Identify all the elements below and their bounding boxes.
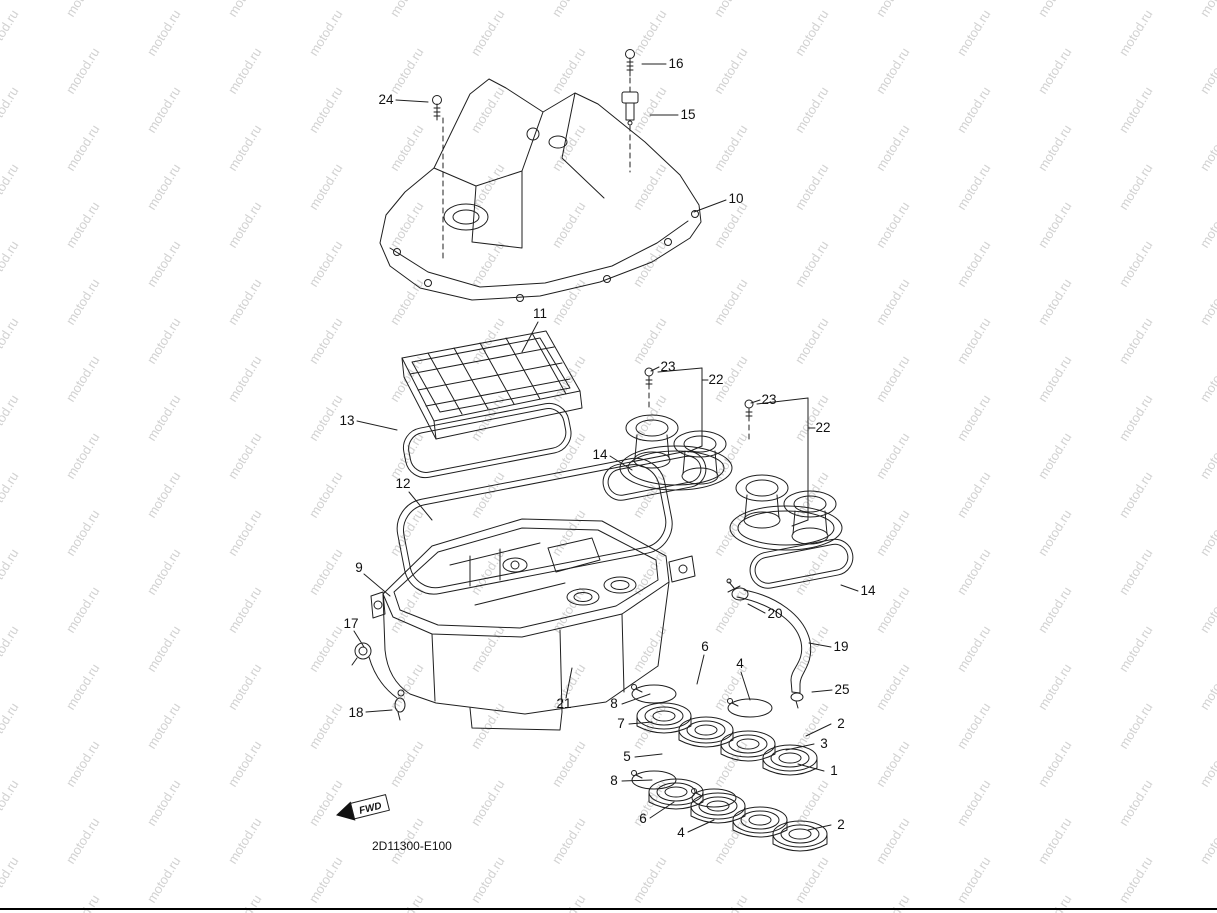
leader-line [621,779,653,782]
callout-13: 13 [339,413,354,428]
page-bottom-border [0,908,1217,910]
leader-line [696,654,705,685]
callout-8: 8 [610,773,618,788]
screw-16 [625,49,635,77]
air-filter-element [401,330,583,440]
leader-line [609,455,633,471]
screw-24 [432,95,442,121]
joint-boot [772,820,828,852]
leader-line [628,721,653,725]
callout-8: 8 [610,696,618,711]
joint-boot [732,806,788,838]
leader-line [650,366,660,372]
callout-6: 6 [639,811,647,826]
hose-clamp [631,684,677,704]
leader-line [408,491,433,521]
diagram-code: 2D11300-E100 [372,839,452,853]
leader-line [785,743,815,751]
callout-19: 19 [833,639,848,654]
leader-line [621,693,651,705]
callout-12: 12 [395,476,410,491]
joint-boot [636,702,692,734]
intake-funnel-pair-a [619,414,733,491]
leader-line [740,671,751,701]
callout-22: 22 [708,372,723,387]
callout-23: 23 [761,392,776,407]
joint-boot [678,716,734,748]
callout-18: 18 [348,705,363,720]
callout-5: 5 [623,749,631,764]
case-seal-12 [396,457,673,595]
cover-seal-13 [402,402,572,479]
hose-clamp-20 [726,578,749,601]
leader-line [808,642,832,648]
leader-line [649,801,675,819]
hose-clamp [631,770,677,790]
leader-line [634,753,663,758]
air-cleaner-case-cover [379,78,702,302]
leader-line [365,709,393,713]
callout-16: 16 [668,56,683,71]
sensor-17 [351,642,398,699]
callout-21: 21 [556,696,571,711]
fwd-arrow: FWD [336,794,390,821]
hose-clamp [691,788,737,808]
callout-4: 4 [677,825,685,840]
joint-boot [720,730,776,762]
leader-line [693,199,727,213]
callout-24: 24 [378,92,394,107]
callout-15: 15 [680,107,695,122]
bracket-line [687,445,703,453]
joint-row-lower [631,770,828,852]
leader-line [750,399,761,404]
funnel-seal-14a [602,450,707,501]
bracket-line [756,397,809,405]
callout-4: 4 [736,656,744,671]
callout-6: 6 [701,639,709,654]
joint-boot [690,792,746,824]
leader-line [687,819,715,833]
leader-line [805,723,832,737]
leader-line [747,603,766,614]
callout-14: 14 [592,447,608,462]
callout-14: 14 [860,583,876,598]
hose-tip-25 [790,692,804,709]
callout-3: 3 [820,736,828,751]
intake-funnel-pair-b [729,474,843,551]
funnel-seal-14b [749,538,854,589]
air-cleaner-case-lower [370,518,696,731]
drain-hose-19 [727,585,812,694]
callout-layer: 1615241011132322232214129172019141821256… [339,56,876,840]
callout-20: 20 [767,606,782,621]
callout-9: 9 [355,560,363,575]
leader-line [811,689,833,693]
callout-1: 1 [830,763,838,778]
callout-11: 11 [533,306,547,321]
bracket-line [791,519,809,527]
leader-line [840,584,859,592]
hose-clamp [727,698,773,718]
leader-line [363,573,391,597]
callout-25: 25 [834,682,849,697]
callout-17: 17 [343,616,358,631]
leader-line [521,321,539,353]
leader-line [395,99,429,103]
bracket-line [657,367,703,373]
joint-boot [762,744,818,776]
leader-line [807,824,832,831]
leader-line [356,420,398,431]
callout-22: 22 [815,420,830,435]
fwd-label: FWD [358,801,383,817]
sensor-15 [621,91,639,126]
callout-2: 2 [837,817,845,832]
plug-18 [394,689,406,721]
callout-2: 2 [837,716,845,731]
callout-10: 10 [728,191,743,206]
leader-line [353,630,365,648]
callout-7: 7 [617,716,625,731]
leader-line [565,667,573,699]
joint-row-upper [631,684,818,776]
leader-line [797,763,825,772]
